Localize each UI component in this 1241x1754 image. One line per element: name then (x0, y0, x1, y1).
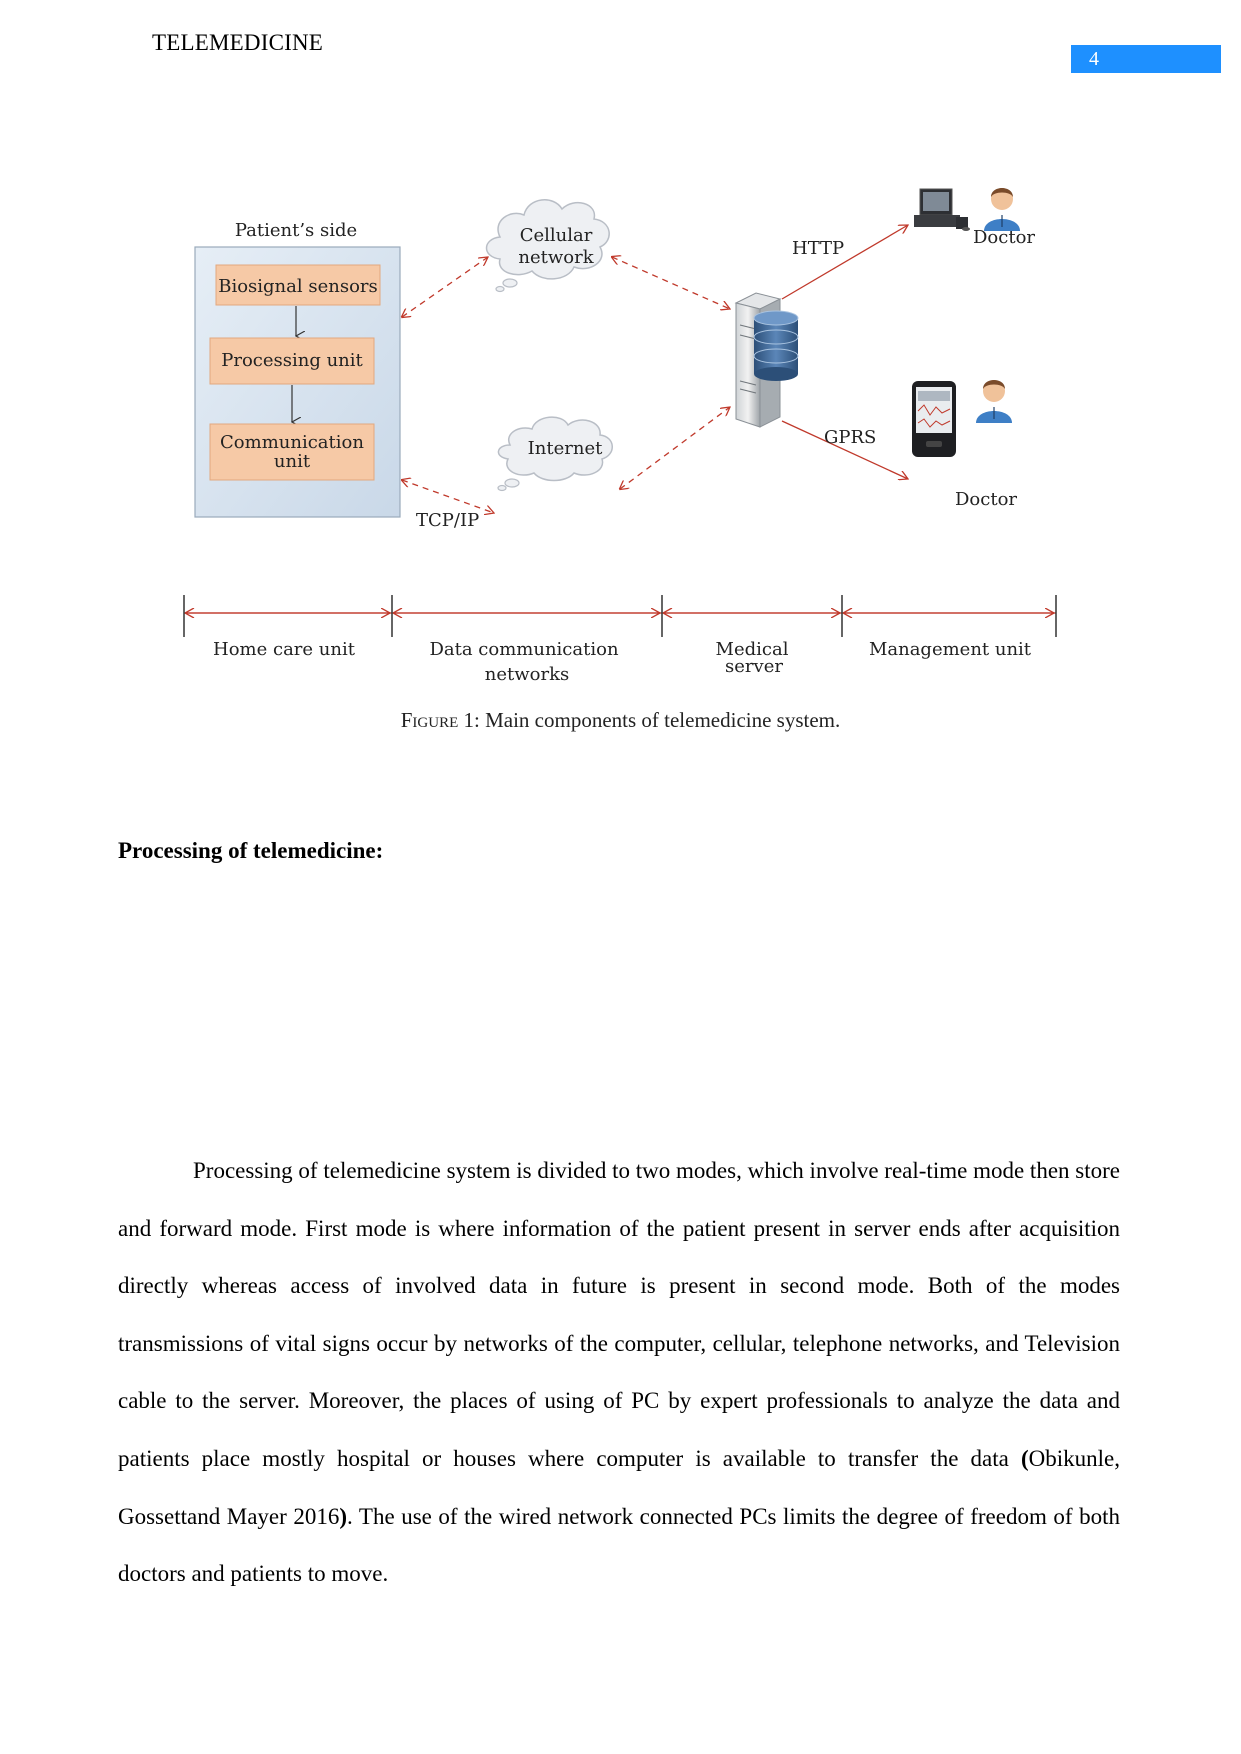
doctor-label-bottom: Doctor (955, 489, 1017, 510)
paragraph-text-2: . The use of the wired network connected… (118, 1503, 1120, 1587)
biosignal-sensors-box (215, 264, 381, 306)
database-icon (753, 310, 799, 381)
doctor-avatar-icon (984, 188, 1020, 231)
cellular-label-line1: Cellular (520, 225, 593, 246)
internet-label: Internet (528, 438, 603, 459)
communication-unit-box (209, 423, 375, 481)
internet-cloud-icon (497, 416, 613, 492)
segment-data-comm-line1: Data communication (429, 639, 618, 660)
cellular-label-line2: network (518, 247, 594, 268)
http-label: HTTP (792, 238, 844, 259)
processing-unit-box (209, 337, 375, 385)
citation-close-paren: ) (339, 1503, 348, 1529)
link-cellular-server (612, 257, 730, 309)
link-internet-server (620, 407, 730, 489)
link-server-pc (781, 225, 908, 300)
patient-side-label: Patient’s side (235, 220, 357, 241)
link-patient-internet (402, 480, 494, 513)
page-number-badge: 4 (1071, 45, 1221, 73)
paragraph-text-1: Processing of telemedicine system is div… (118, 1158, 1120, 1471)
cellular-cloud-icon (485, 199, 610, 293)
doctor-label-top: Doctor (973, 227, 1035, 248)
tcpip-label: TCP/IP (416, 510, 479, 531)
communication-unit-label-line2: unit (274, 451, 311, 472)
header-title: TELEMEDICINE (152, 30, 324, 55)
segment-medical-line1: Medical (716, 639, 789, 660)
biosignal-sensors-label: Biosignal sensors (218, 276, 378, 297)
gprs-label: GPRS (824, 427, 876, 448)
segment-data-comm-line2: networks (485, 664, 569, 685)
segment-management: Management unit (869, 639, 1032, 660)
caption-text: Main components of telemedicine system. (485, 708, 841, 732)
caption-prefix: Figure (400, 708, 459, 732)
doctor-avatar-icon (976, 380, 1012, 423)
link-server-phone (781, 420, 908, 479)
citation: Obikunle, Gossettand Mayer 2016 (118, 1445, 1120, 1529)
caption-number: 1: (463, 708, 480, 732)
communication-unit-label-line1: Communication (220, 432, 364, 453)
segment-medical-line2: server (725, 656, 783, 677)
citation-open-paren: ( (1020, 1445, 1029, 1471)
section-heading: Processing of telemedicine: (118, 838, 384, 863)
link-patient-cellular (402, 257, 488, 317)
segment-bar (183, 595, 1057, 637)
processing-unit-label: Processing unit (221, 350, 363, 371)
body-paragraph: Processing of telemedicine system is div… (118, 1142, 1120, 1603)
computer-icon (914, 188, 970, 231)
segment-home-care: Home care unit (213, 639, 356, 660)
page-number: 4 (1089, 48, 1099, 70)
smartphone-icon (912, 381, 956, 457)
telemedicine-diagram: Patient’s side Biosignal sensors Process… (183, 188, 1057, 685)
figure-caption: Figure 1: Main components of telemedicin… (0, 708, 1241, 733)
